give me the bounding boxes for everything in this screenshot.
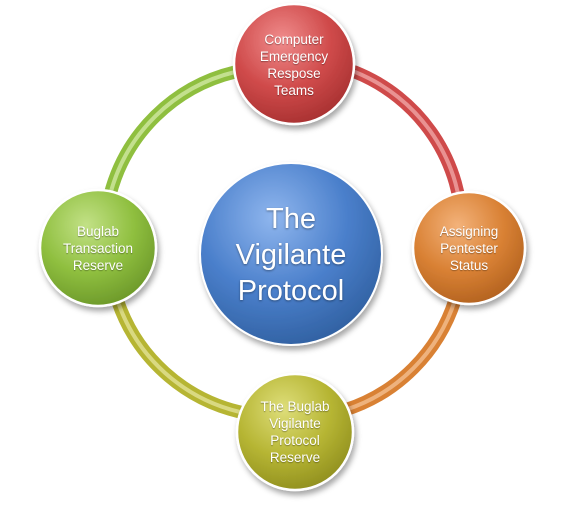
node-left-circle	[38, 188, 158, 308]
node-bottom-circle	[235, 372, 355, 492]
ring-arc-bottom-left	[111, 295, 247, 419]
ring-arc-right-bottom	[338, 293, 462, 417]
ring-arc-left-top	[103, 65, 242, 202]
node-right-circle	[411, 190, 527, 306]
node-top-circle	[232, 2, 356, 126]
center-circle	[199, 162, 383, 346]
